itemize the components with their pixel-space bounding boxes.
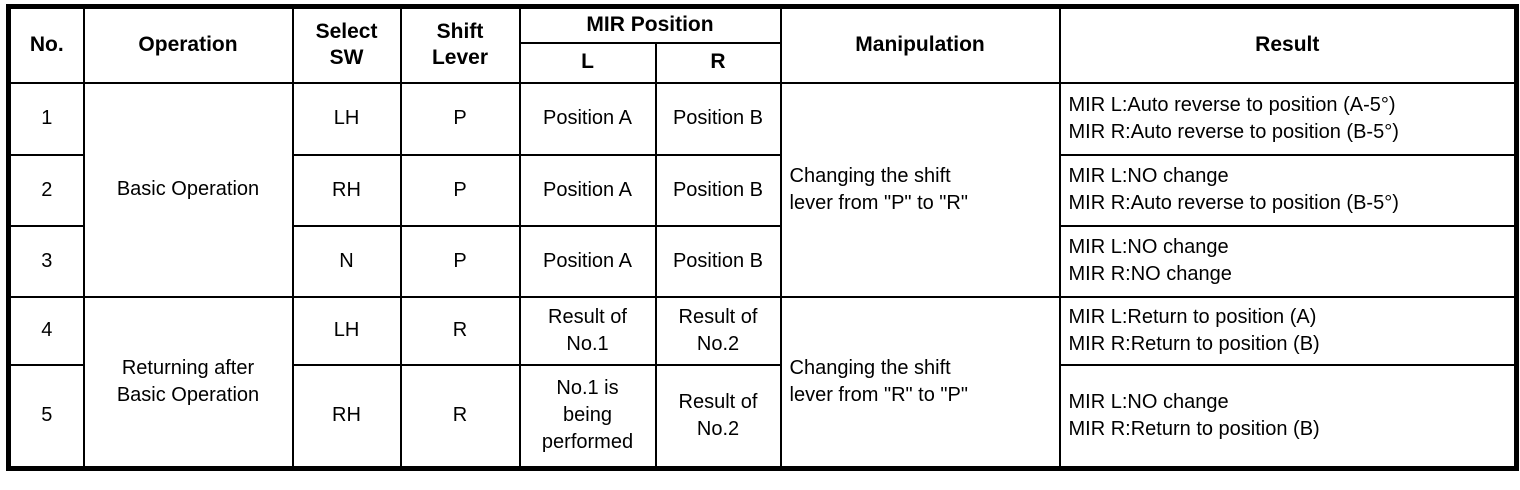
row-2-mir-r-cell: Position B: [654, 153, 782, 227]
row-2-result-cell: MIR L:NO change MIR R:Auto reverse to po…: [1058, 153, 1518, 227]
row-5-mir-r-cell: Result of No.2: [654, 363, 782, 470]
row-3-select-sw-cell: N: [291, 224, 402, 298]
row-2-select-sw-cell: RH: [291, 153, 402, 227]
row-1-no-cell: 1: [7, 81, 85, 156]
table-row-1: 1 Basic Operation LH P Position A Positi…: [7, 81, 1518, 298]
header-manipulation: Manipulation: [779, 5, 1061, 84]
header-select-sw: Select SW: [291, 5, 402, 84]
row-4-mir-r-cell: Result of No.2: [654, 295, 782, 366]
manipulation-group-p-to-r: Changing the shift lever from "P" to "R": [779, 81, 1061, 298]
row-5-select-sw-cell: RH: [291, 363, 402, 470]
row-3-mir-r-cell: Position B: [654, 224, 782, 298]
row-1-shift-lever-cell: P: [399, 81, 521, 156]
header-no: No.: [7, 5, 85, 84]
row-2-mir-l-cell: Position A: [518, 153, 657, 227]
row-3-shift-lever-cell: P: [399, 224, 521, 298]
row-3-no-cell: 3: [7, 224, 85, 298]
row-1-result-cell: MIR L:Auto reverse to position (A-5°) MI…: [1058, 81, 1518, 156]
row-2-no-cell: 2: [7, 153, 85, 227]
row-1-mir-l-cell: Position A: [518, 81, 657, 156]
row-3-result-cell: MIR L:NO change MIR R:NO change: [1058, 224, 1518, 298]
row-5-no-cell: 5: [7, 363, 85, 470]
row-3-mir-l-cell: Position A: [518, 224, 657, 298]
header-row-1: No. Operation Select SW Shift Lever MIR …: [7, 5, 1518, 84]
row-5-shift-lever-cell: R: [399, 363, 521, 470]
header-operation: Operation: [82, 5, 294, 84]
table-row-4: 4 Returning after Basic Operation LH R R…: [7, 295, 1518, 470]
row-4-no-cell: 4: [7, 295, 85, 366]
row-5-result-cell: MIR L:NO change MIR R:Return to position…: [1058, 363, 1518, 470]
table-row-2: 2 RH P Position A Position B MIR L:NO ch…: [7, 153, 1518, 227]
table-row-3: 3 N P Position A Position B MIR L:NO cha…: [7, 224, 1518, 298]
header-mir-position: MIR Position: [518, 5, 782, 44]
row-2-shift-lever-cell: P: [399, 153, 521, 227]
operation-group-basic: Basic Operation: [82, 81, 294, 298]
operation-group-returning: Returning after Basic Operation: [82, 295, 294, 470]
header-mir-r: R: [654, 41, 782, 84]
header-row-2: L R: [9, 41, 1517, 84]
row-4-mir-l-cell: Result of No.1: [518, 295, 657, 366]
header-mir-l: L: [518, 41, 657, 84]
table-row-5: 5 RH R No.1 is being performed Result of…: [7, 363, 1518, 470]
row-4-shift-lever-cell: R: [399, 295, 521, 366]
row-1-mir-r-cell: Position B: [654, 81, 782, 156]
mir-operation-table: No. Operation Select SW Shift Lever MIR …: [6, 4, 1520, 471]
row-1-select-sw-cell: LH: [291, 81, 402, 156]
row-5-mir-l-cell: No.1 is being performed: [518, 363, 657, 470]
manipulation-group-r-to-p: Changing the shift lever from "R" to "P": [779, 295, 1061, 470]
header-shift-lever: Shift Lever: [399, 5, 521, 84]
header-result: Result: [1058, 5, 1518, 84]
row-4-result-cell: MIR L:Return to position (A) MIR R:Retur…: [1058, 295, 1518, 366]
row-4-select-sw-cell: LH: [291, 295, 402, 366]
